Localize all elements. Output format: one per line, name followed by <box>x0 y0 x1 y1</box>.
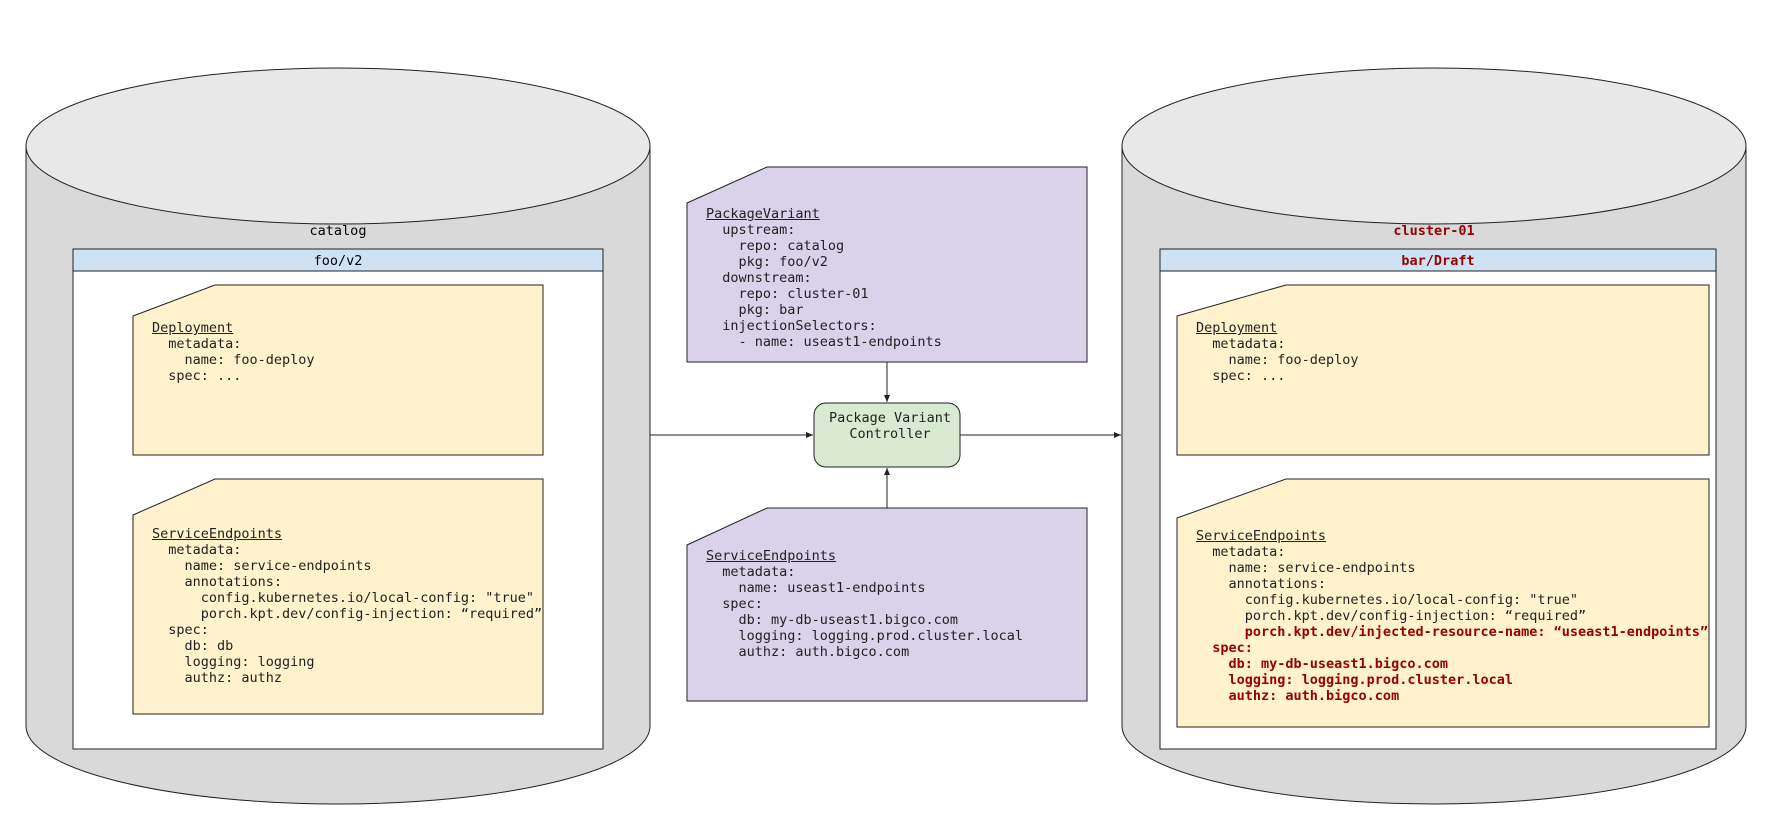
resource-kind-label: PackageVariant <box>706 206 820 222</box>
yaml-line: annotations: <box>152 574 283 590</box>
injected-yaml-line: db: my-db-useast1.bigco.com <box>1196 656 1448 672</box>
right-service-endpoints-card <box>1176 478 1710 728</box>
injected-yaml-line: authz: auth.bigco.com <box>1196 688 1400 704</box>
yaml-line: db: my-db-useast1.bigco.com <box>706 612 958 628</box>
yaml-line: metadata: <box>152 542 242 558</box>
resource-kind-label: ServiceEndpoints <box>1196 528 1327 544</box>
controller-label: Package Variant Controller <box>817 410 963 442</box>
injected-service-endpoints-yaml: ServiceEndpoints metadata: name: useast1… <box>706 548 1023 660</box>
injected-yaml-line: porch.kpt.dev/injected-resource-name: “u… <box>1196 624 1709 640</box>
yaml-line: upstream: <box>706 222 796 238</box>
yaml-line: name: foo-deploy <box>152 352 315 368</box>
resource-kind-label: Deployment <box>152 320 234 336</box>
injected-service-endpoints-card <box>686 507 1088 702</box>
yaml-line: name: service-endpoints <box>1196 560 1416 576</box>
right-deployment-yaml: Deployment metadata: name: foo-deploy sp… <box>1196 320 1359 384</box>
yaml-line: pkg: foo/v2 <box>706 254 828 270</box>
yaml-line: name: service-endpoints <box>152 558 372 574</box>
yaml-line: pkg: bar <box>706 302 804 318</box>
resource-kind-label: ServiceEndpoints <box>706 548 837 564</box>
yaml-line: logging: logging.prod.cluster.local <box>706 628 1023 644</box>
left-deployment-card <box>132 284 544 456</box>
left-deployment-yaml: Deployment metadata: name: foo-deploy sp… <box>152 320 315 384</box>
yaml-line: spec: ... <box>152 368 242 384</box>
injected-yaml-line: spec: <box>1196 640 1253 656</box>
right-package-title: bar/Draft <box>1401 253 1475 269</box>
right-deployment-card <box>1176 284 1710 456</box>
yaml-line: db: db <box>152 638 234 654</box>
yaml-line: spec: ... <box>1196 368 1286 384</box>
yaml-line: name: foo-deploy <box>1196 352 1359 368</box>
package-variant-card <box>686 166 1088 363</box>
resource-kind-label: Deployment <box>1196 320 1278 336</box>
yaml-line: metadata: <box>1196 544 1286 560</box>
left-service-endpoints-yaml: ServiceEndpoints metadata: name: service… <box>152 526 542 686</box>
yaml-line: spec: <box>152 622 209 638</box>
catalog-repository-title: catalog <box>309 223 367 239</box>
yaml-line: porch.kpt.dev/config-injection: “require… <box>1196 608 1587 624</box>
controller-label-line: Package Variant <box>829 410 951 426</box>
injected-yaml-line: logging: logging.prod.cluster.local <box>1196 672 1513 688</box>
cluster-repository-title: cluster-01 <box>1393 223 1475 239</box>
yaml-line: annotations: <box>1196 576 1327 592</box>
controller-label-line: Controller <box>849 426 931 442</box>
yaml-line: metadata: <box>1196 336 1286 352</box>
yaml-line: downstream: <box>706 270 812 286</box>
yaml-line: authz: auth.bigco.com <box>706 644 910 660</box>
yaml-line: repo: cluster-01 <box>706 286 869 302</box>
resource-kind-label: ServiceEndpoints <box>152 526 283 542</box>
yaml-line: logging: logging <box>152 654 315 670</box>
package-variant-yaml: PackageVariant upstream: repo: catalog p… <box>706 206 942 350</box>
yaml-line: config.kubernetes.io/local-config: "true… <box>152 590 535 606</box>
yaml-line: injectionSelectors: <box>706 318 877 334</box>
yaml-line: metadata: <box>706 564 796 580</box>
yaml-line: porch.kpt.dev/config-injection: “require… <box>152 606 543 622</box>
left-package-title: foo/v2 <box>313 253 363 269</box>
left-service-endpoints-card <box>132 478 544 715</box>
yaml-line: spec: <box>706 596 763 612</box>
yaml-line: - name: useast1-endpoints <box>706 334 942 350</box>
yaml-line: metadata: <box>152 336 242 352</box>
yaml-line: authz: authz <box>152 670 283 686</box>
yaml-line: repo: catalog <box>706 238 845 254</box>
yaml-line: name: useast1-endpoints <box>706 580 926 596</box>
right-service-endpoints-yaml: ServiceEndpoints metadata: name: service… <box>1196 528 1708 704</box>
yaml-line: config.kubernetes.io/local-config: "true… <box>1196 592 1579 608</box>
